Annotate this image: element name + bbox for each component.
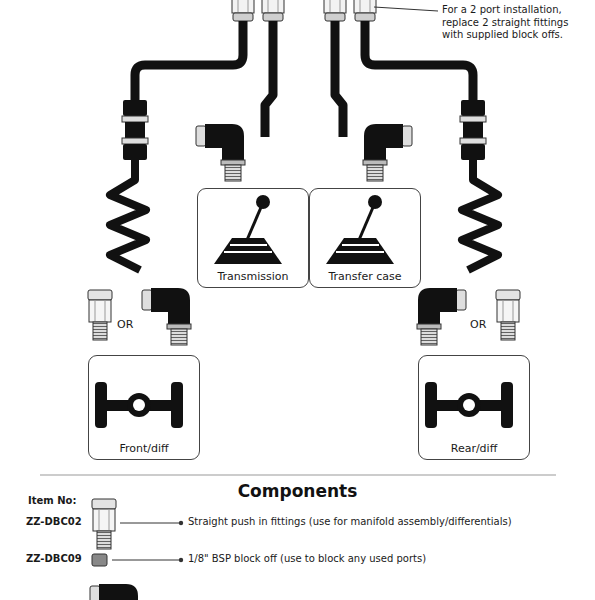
component-box: Front/diff: [88, 355, 200, 460]
leader-line: [112, 560, 180, 561]
gear-shifter-icon: [326, 195, 394, 264]
callout-note: For a 2 port installation, replace 2 str…: [442, 4, 590, 42]
leader-line: [120, 523, 180, 524]
box-label: Transfer case: [310, 270, 420, 283]
component-box: Transmission: [197, 188, 309, 288]
or-label: OR: [117, 318, 133, 332]
left-plumbing: [88, 0, 284, 345]
axle-icon: [425, 382, 513, 428]
item-number: ZZ-DBC02: [26, 516, 82, 529]
item-description: Straight push in fittings (use for manif…: [188, 516, 512, 529]
section-title: Components: [0, 481, 595, 501]
block-off-icon: [92, 554, 107, 566]
divider: [40, 475, 556, 476]
leader-line: [374, 7, 438, 11]
elbow-fitting-icon: [90, 584, 139, 600]
component-box: Rear/diff: [418, 355, 530, 460]
axle-icon: [95, 382, 183, 428]
box-label: Transmission: [198, 270, 308, 283]
column-header: Item No:: [28, 495, 76, 508]
item-description: 1/8" BSP block off (use to block any use…: [188, 553, 426, 566]
box-label: Front/diff: [89, 442, 199, 455]
right-plumbing: [324, 0, 520, 345]
component-box: Transfer case: [309, 188, 421, 288]
gear-shifter-icon: [214, 195, 282, 264]
item-number: ZZ-DBC09: [26, 553, 82, 566]
box-label: Rear/diff: [419, 442, 529, 455]
or-label: OR: [470, 318, 486, 332]
straight-fitting-icon: [92, 499, 116, 549]
